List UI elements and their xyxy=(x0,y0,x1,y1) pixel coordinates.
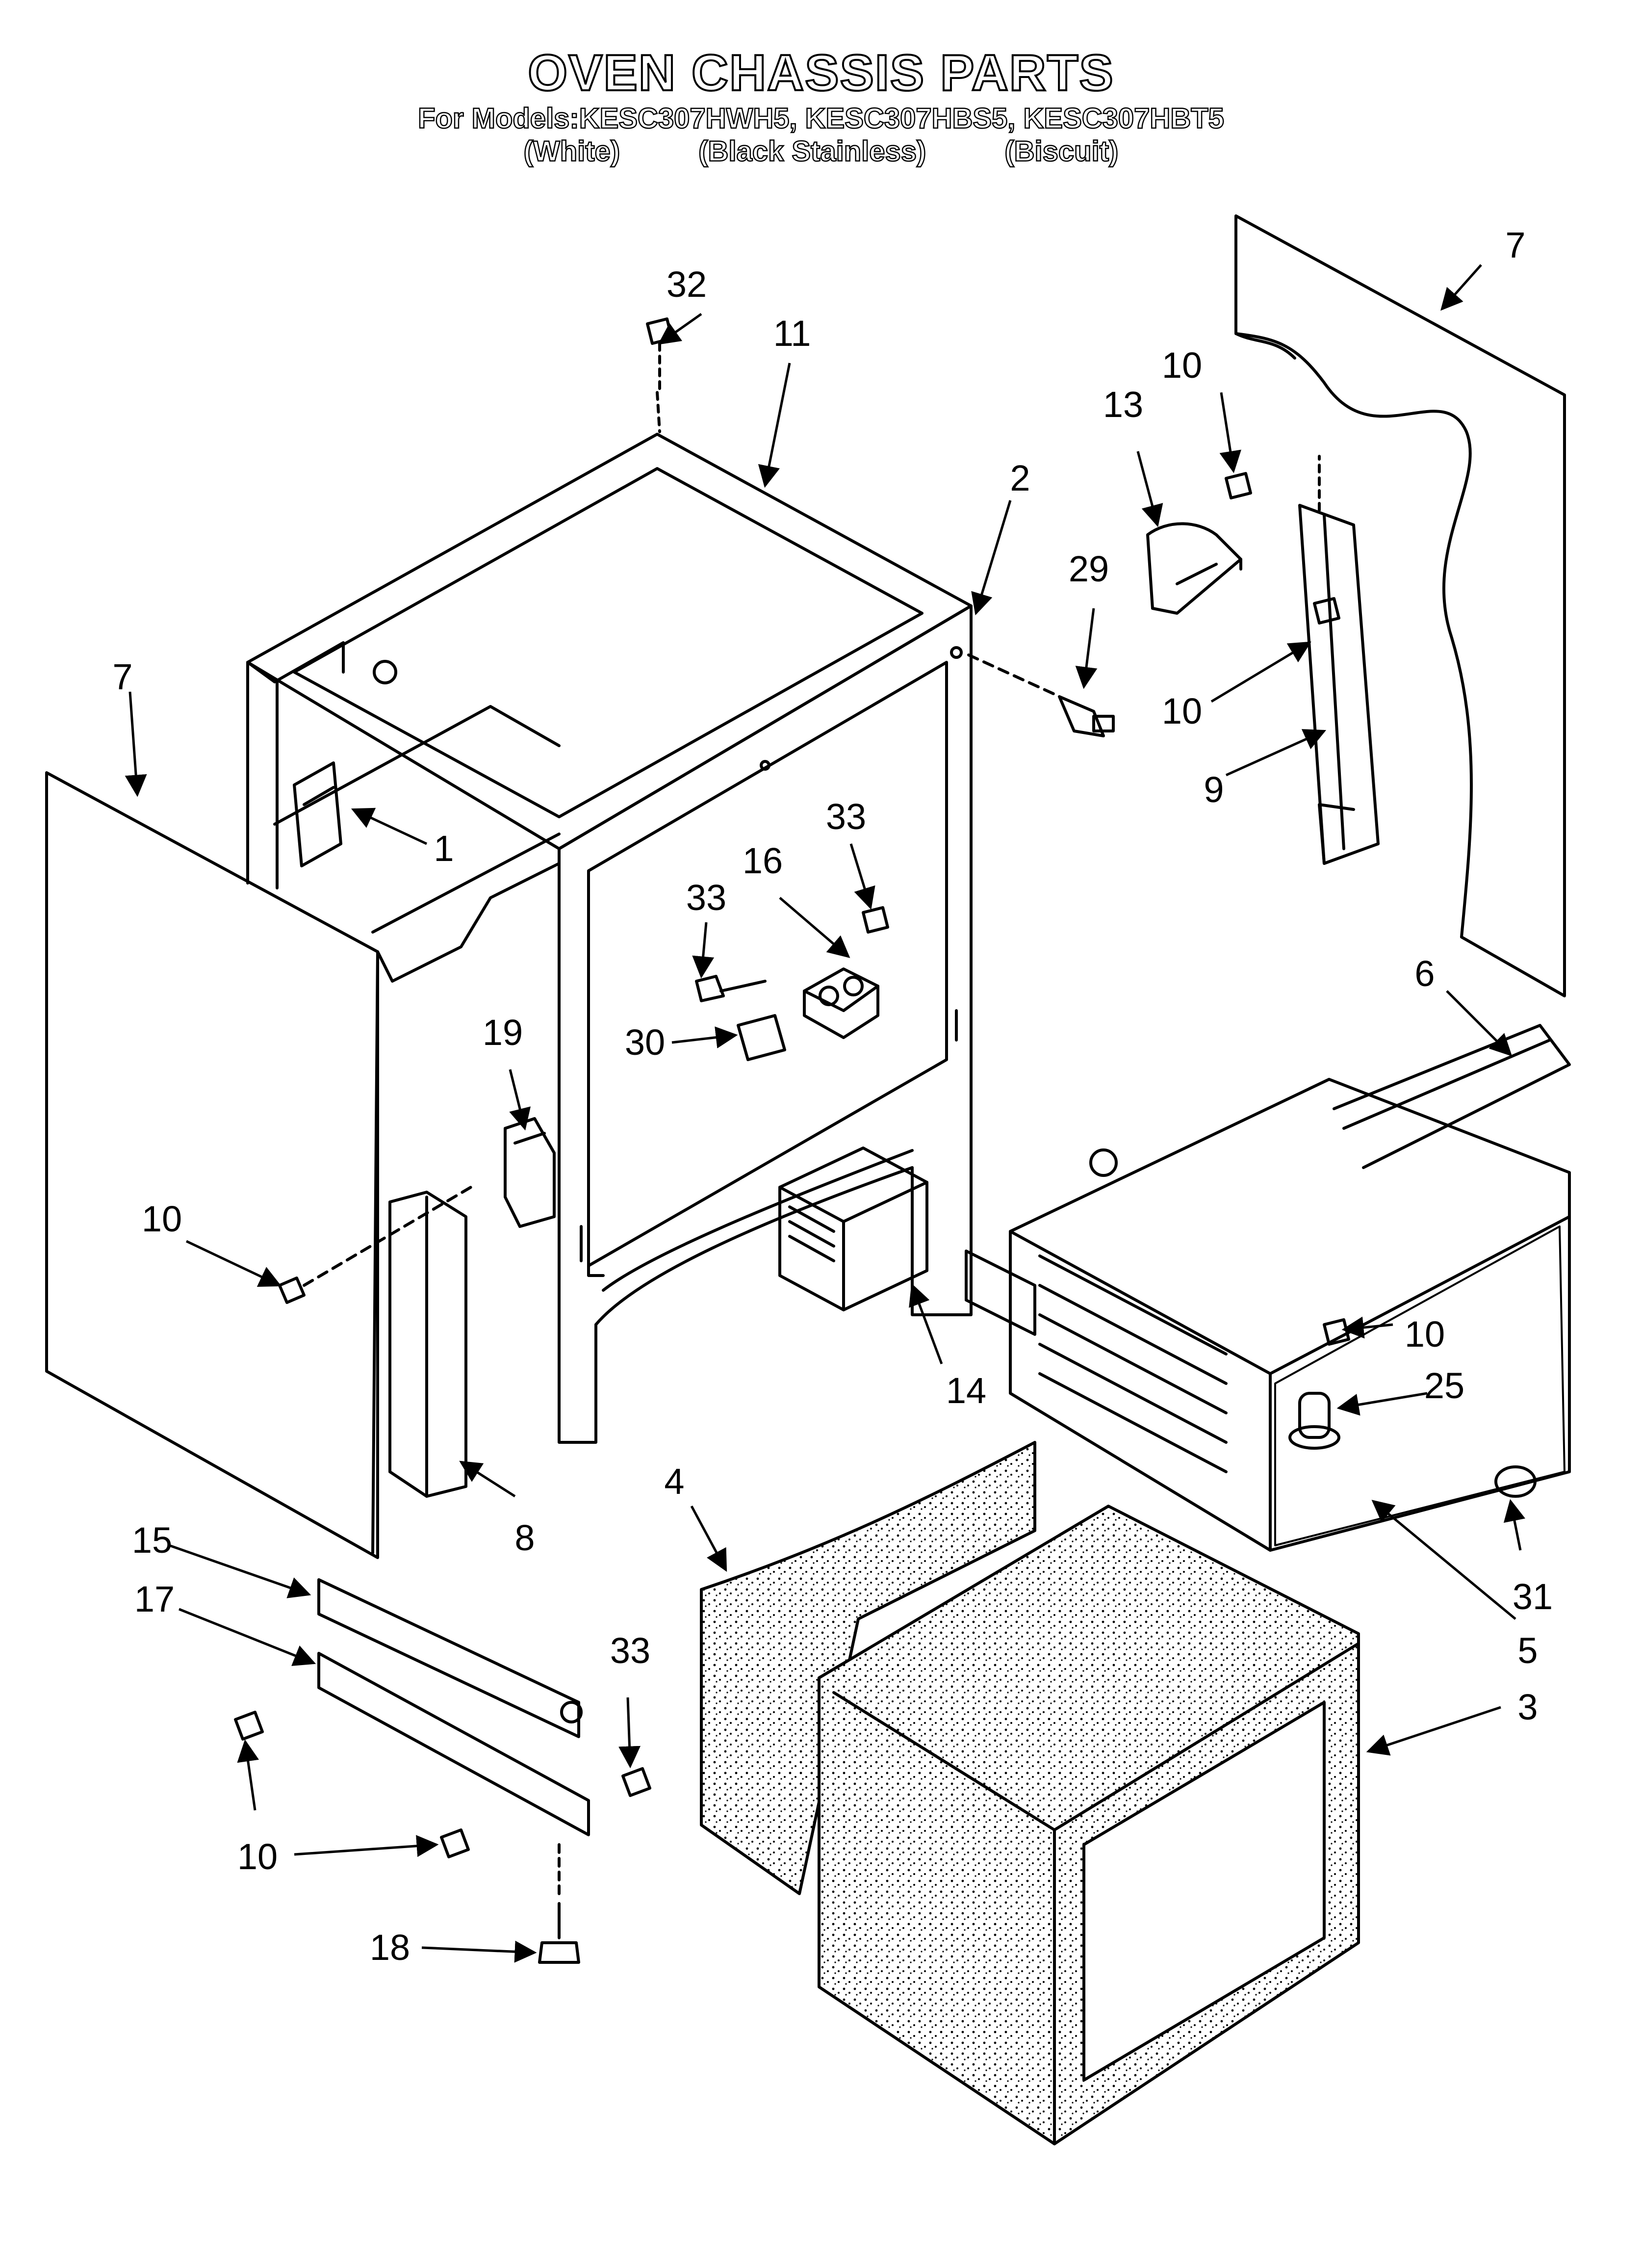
callout-leaders xyxy=(125,264,1526,1963)
left-side-panel xyxy=(45,771,379,1559)
callout-9: 9 xyxy=(1204,769,1224,810)
part-31-plug xyxy=(1494,1465,1537,1498)
part-3-insulation xyxy=(818,1505,1360,2145)
part-29-sensor xyxy=(967,653,1115,737)
callout-30: 30 xyxy=(625,1022,665,1063)
part-32-screw xyxy=(646,317,673,433)
callout-7-right: 7 xyxy=(1505,225,1525,265)
callout-13: 13 xyxy=(1103,384,1143,425)
oven-liner xyxy=(1009,1078,1571,1552)
part-1-bracket xyxy=(293,761,342,867)
callout-3: 3 xyxy=(1517,1687,1538,1727)
callout-11: 11 xyxy=(773,313,811,354)
part-10-screw-liner xyxy=(1323,1318,1350,1346)
part-6-element xyxy=(1333,1024,1571,1169)
callout-10-liner: 10 xyxy=(1405,1314,1445,1355)
callout-6: 6 xyxy=(1414,953,1435,994)
models-line: For Models:KESC307HWH5, KESC307HBS5, KES… xyxy=(417,102,1225,135)
part-10-screw-b2 xyxy=(440,1828,470,1858)
color-biscuit: (Biscuit) xyxy=(1004,134,1119,167)
part-14-vent-box xyxy=(778,1147,928,1311)
callout-7-left: 7 xyxy=(112,656,132,697)
part-30-switch xyxy=(737,1014,786,1061)
part-33-screw-a xyxy=(695,975,767,1002)
callout-31: 31 xyxy=(1513,1576,1553,1617)
callout-25: 25 xyxy=(1424,1365,1464,1406)
part-9-rail xyxy=(1298,455,1380,865)
color-white: (White) xyxy=(523,134,620,167)
part-15-bracket xyxy=(317,1578,583,1738)
chassis-cabinet xyxy=(246,433,973,1444)
callout-16: 16 xyxy=(743,840,783,881)
callout-17: 17 xyxy=(134,1579,175,1619)
callout-10-rail: 10 xyxy=(1162,691,1202,731)
callout-29: 29 xyxy=(1069,548,1109,589)
callout-14: 14 xyxy=(946,1370,986,1411)
callout-labels: 32 11 7 10 13 2 29 10 9 7 1 33 16 33 30 … xyxy=(112,225,1553,1968)
callout-15: 15 xyxy=(132,1520,172,1561)
callout-10-top: 10 xyxy=(1162,345,1202,386)
part-13-bracket xyxy=(1146,522,1242,615)
part-10-screw-top xyxy=(1225,472,1252,499)
part-8-brace xyxy=(388,1191,467,1498)
callout-18: 18 xyxy=(370,1927,410,1968)
part-4-insulation xyxy=(700,1441,1036,1895)
callout-1: 1 xyxy=(434,828,454,869)
part-16-thermostat xyxy=(803,967,879,1039)
color-black-stainless: (Black Stainless) xyxy=(698,134,927,167)
callout-5: 5 xyxy=(1517,1630,1538,1671)
callout-33-bottom: 33 xyxy=(610,1630,650,1671)
part-17-bracket xyxy=(317,1652,590,1836)
callout-33-mid: 33 xyxy=(686,877,726,918)
part-10-screw-left xyxy=(278,1186,472,1304)
right-side-panel xyxy=(1234,214,1566,997)
callout-2: 2 xyxy=(1010,458,1030,498)
part-10-screw-b1 xyxy=(234,1711,264,1741)
part-18-leveling-leg xyxy=(538,1843,580,1964)
callout-33-top: 33 xyxy=(826,796,866,837)
part-10-screw-rail xyxy=(1313,597,1340,625)
part-33-screw-b xyxy=(862,906,889,934)
header: OVEN CHASSIS PARTS For Models:KESC307HWH… xyxy=(0,44,1642,168)
callout-32: 32 xyxy=(667,264,707,305)
colors-line: (White) (Black Stainless) (Biscuit) xyxy=(0,134,1642,168)
bracket-plate xyxy=(965,1250,1036,1336)
part-19-bracket xyxy=(504,1117,556,1228)
callout-8: 8 xyxy=(514,1517,535,1558)
callout-10-bottom: 10 xyxy=(237,1836,278,1877)
part-25-thermostat-bulb xyxy=(1288,1392,1340,1450)
callout-19: 19 xyxy=(483,1012,523,1053)
callout-4: 4 xyxy=(664,1461,684,1502)
page-title: OVEN CHASSIS PARTS xyxy=(527,44,1114,103)
part-33-screw-c xyxy=(621,1767,651,1797)
callout-10-left: 10 xyxy=(142,1199,182,1239)
